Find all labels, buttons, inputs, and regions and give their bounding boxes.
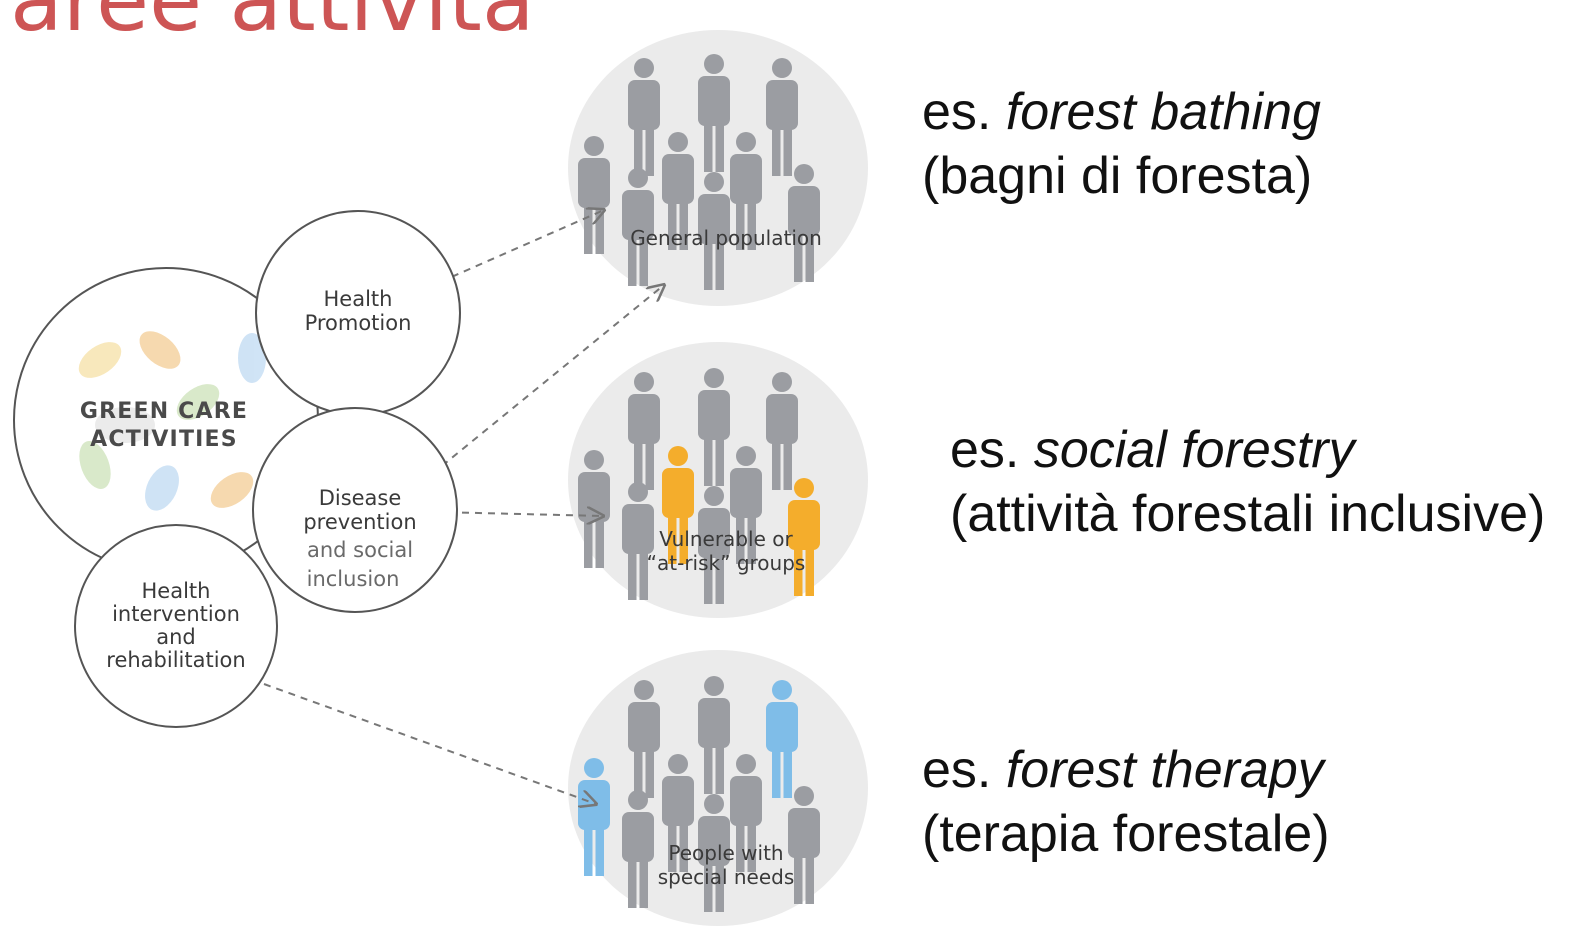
population-label-line: People with: [668, 841, 783, 865]
hub-label-line2: ACTIVITIES: [90, 427, 238, 452]
example-term: social forestry: [1033, 421, 1355, 479]
example-prefix: es.: [922, 83, 992, 141]
activity-label-line: Health: [142, 579, 211, 603]
example-note-social-forestry: es. social forestry (attività forestali …: [950, 418, 1545, 546]
example-note-forest-bathing: es. forest bathing (bagni di foresta): [922, 80, 1321, 208]
arrow-intervention-to-special-needs: [263, 683, 596, 804]
example-note-forest-therapy: es. forest therapy (terapia forestale): [922, 738, 1330, 866]
population-label-line: Vulnerable or: [659, 527, 793, 551]
example-translation: (terapia forestale): [922, 805, 1330, 863]
activity-label-line: and social: [307, 538, 413, 562]
leaf-shape: [95, 407, 155, 443]
example-term-line: es. forest therapy: [922, 738, 1330, 802]
activity-label-line: Health: [324, 287, 393, 311]
leaf-pattern: [78, 331, 266, 511]
activity-label-line: rehabilitation: [106, 648, 245, 672]
activity-label-line: and: [156, 625, 196, 649]
example-term-line: es. social forestry: [950, 418, 1545, 482]
hub-label-line1: GREEN CARE: [80, 399, 248, 424]
example-prefix: es.: [922, 741, 992, 799]
activity-label-line: intervention: [112, 602, 240, 626]
example-translation: (bagni di foresta): [922, 147, 1313, 205]
population-label-line: “at-risk” groups: [647, 551, 806, 575]
page-title-fragment: aree attività: [10, 0, 535, 51]
leaf-shape: [145, 465, 179, 511]
activity-label-line: Disease: [319, 486, 402, 510]
activity-circle-disease-prevention: [252, 407, 458, 613]
arrow-prevention-to-general: [431, 285, 664, 475]
population-label-line: General population: [630, 226, 822, 250]
population-label-line: special needs: [658, 865, 795, 889]
leaf-shape: [79, 441, 111, 489]
example-term: forest therapy: [1005, 741, 1324, 799]
leaf-shape: [78, 342, 122, 378]
leaf-shape: [210, 472, 254, 508]
example-prefix: es.: [950, 421, 1020, 479]
activity-label-line: Promotion: [305, 311, 412, 335]
example-translation: (attività forestali inclusive): [950, 485, 1546, 543]
activity-label-line: inclusion: [307, 567, 400, 591]
leaf-shape: [176, 384, 220, 420]
activity-circle-health-intervention: [74, 524, 278, 728]
example-term: forest bathing: [1005, 83, 1321, 141]
activity-label-line: prevention: [303, 510, 416, 534]
leaf-shape: [139, 331, 181, 369]
leaf-shape: [238, 333, 266, 383]
example-term-line: es. forest bathing: [922, 80, 1321, 144]
arrow-promotion-to-general: [439, 210, 604, 283]
arrow-prevention-to-vulnerable: [435, 512, 603, 516]
